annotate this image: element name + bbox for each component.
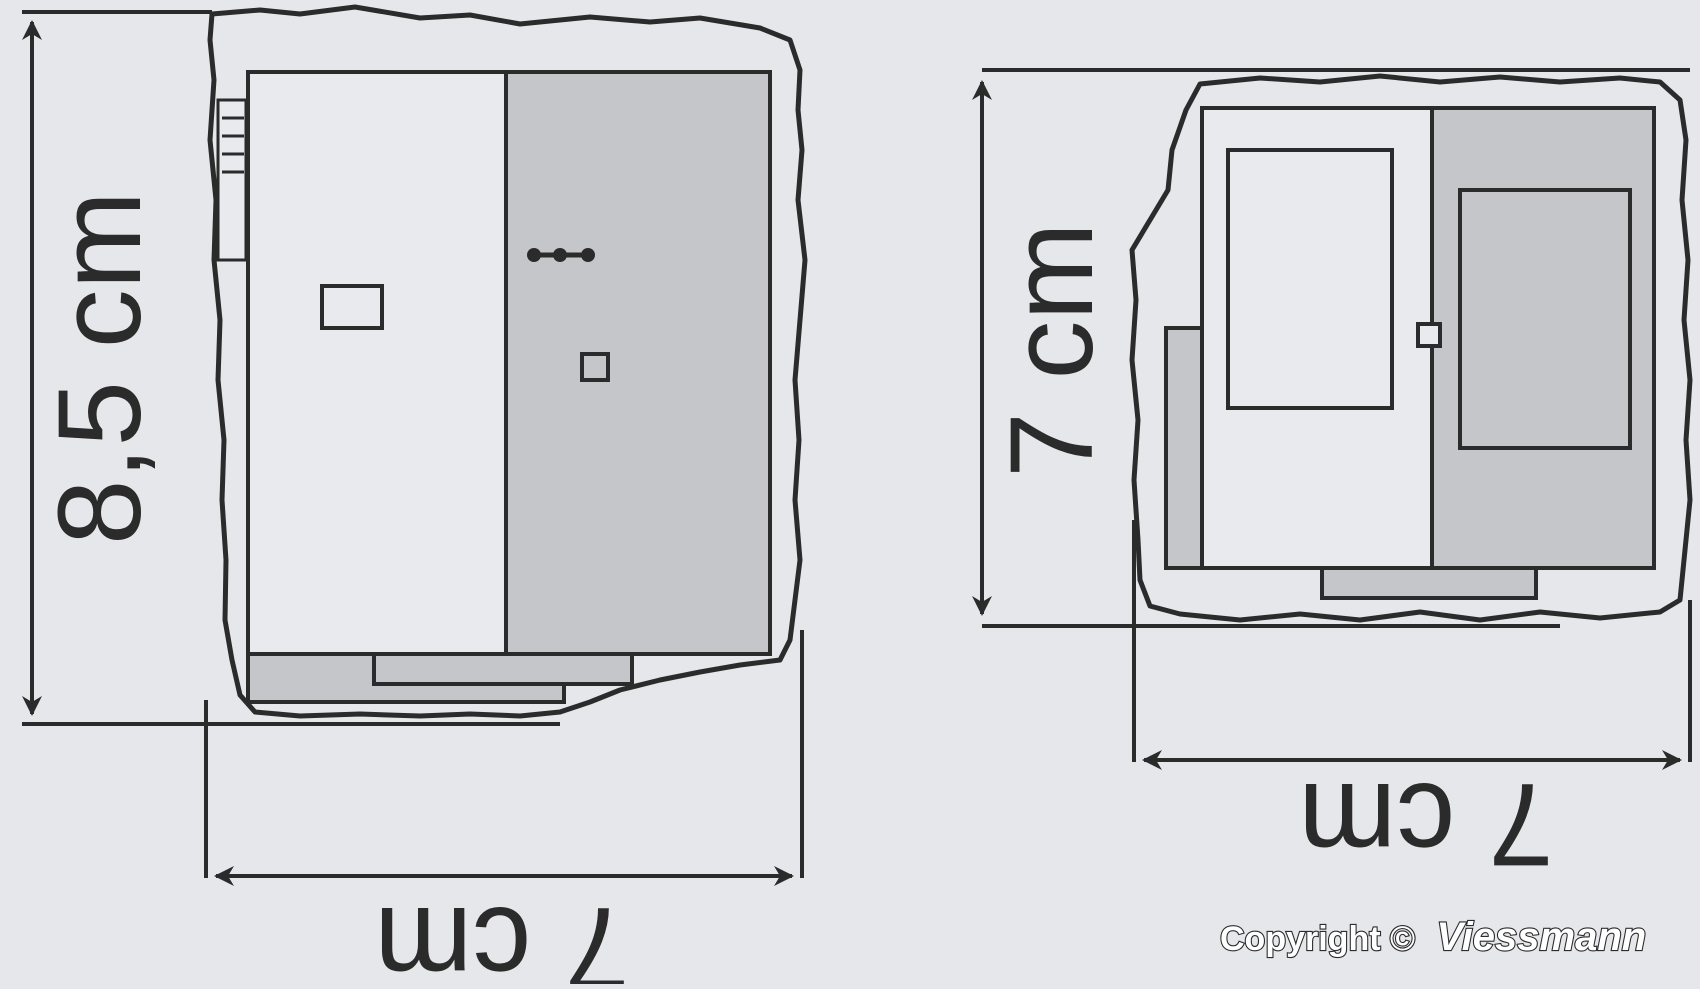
right-width-label: 7 cm xyxy=(1298,758,1554,890)
right-large-window-left xyxy=(1226,148,1394,410)
copyright-prefix: Copyright © xyxy=(1220,920,1415,958)
left-wall-light xyxy=(246,70,508,656)
copyright-notice: Copyright © Viessmann xyxy=(1219,914,1647,960)
left-width-label: 7 cm xyxy=(374,882,630,984)
right-height-label: 7 cm xyxy=(986,222,1118,478)
right-door-handle xyxy=(1416,322,1442,348)
left-small-window xyxy=(580,352,610,382)
right-base-outline xyxy=(1129,73,1693,623)
svg-text:Copyright © Viessmann: Copyright © Viessmann xyxy=(1220,915,1646,959)
left-model: 8,5 cm 7 cm xyxy=(22,4,808,989)
left-wall-shaded xyxy=(504,70,772,656)
right-model: 7 cm 7 cm xyxy=(972,68,1693,890)
left-step-upper xyxy=(372,652,634,686)
left-height-label: 8,5 cm xyxy=(34,191,166,545)
left-side-vent xyxy=(216,98,248,262)
left-window xyxy=(320,284,384,330)
left-base-outline xyxy=(207,4,808,719)
brand-logo: Viessmann xyxy=(1437,915,1647,959)
right-large-window-right xyxy=(1458,188,1632,450)
right-front-step xyxy=(1320,566,1538,600)
right-side-annex xyxy=(1164,326,1208,570)
